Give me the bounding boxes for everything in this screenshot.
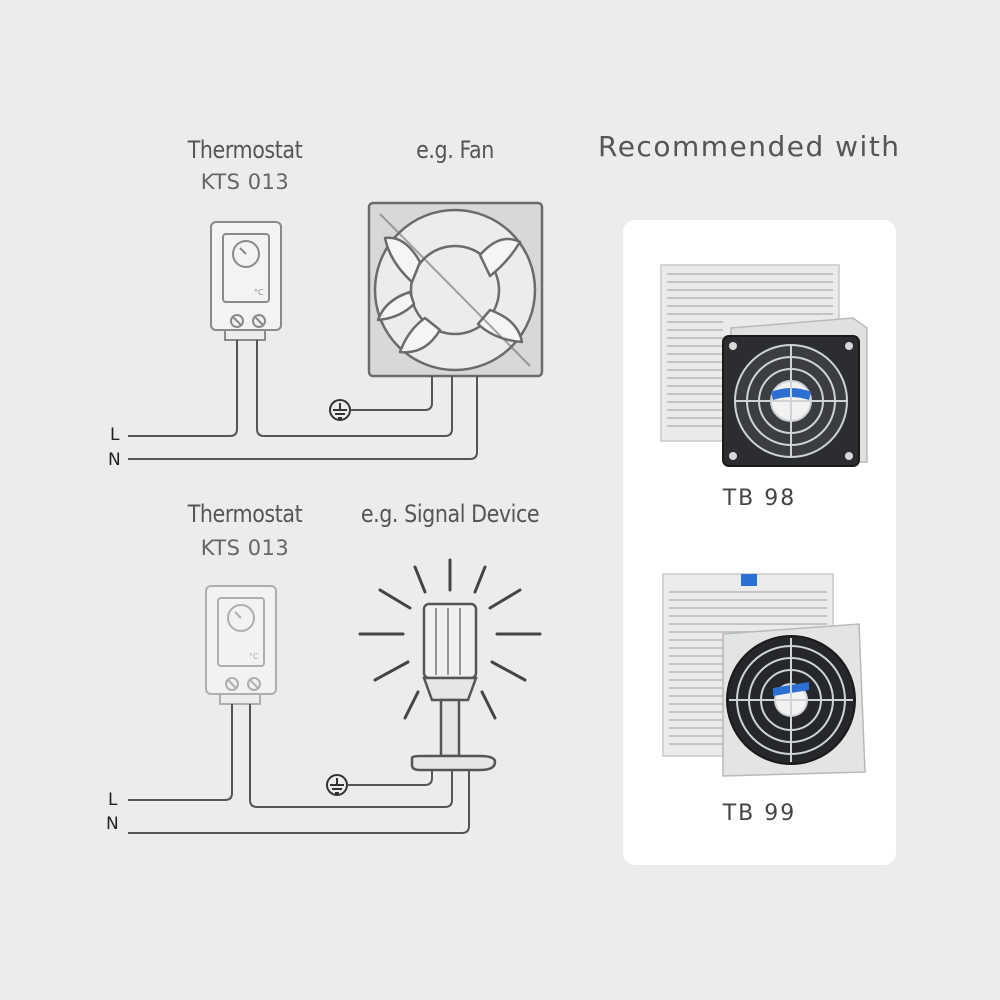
product-tb98-image[interactable] [623, 250, 896, 500]
bottom-thermostat-model: KTS 013 [200, 536, 290, 560]
product-tb99-label: TB 99 [722, 801, 797, 826]
bottom-thermostat-title: Thermostat [187, 500, 303, 528]
top-wire-l-label: L [110, 425, 120, 445]
recommended-panel: TB 98 [623, 220, 896, 865]
top-thermostat-model: KTS 013 [200, 170, 290, 194]
top-thermostat-title: Thermostat [187, 136, 303, 164]
top-wires [128, 340, 478, 460]
bottom-wire-l-label: L [108, 790, 118, 810]
bottom-ground-icon [326, 774, 348, 796]
bottom-wire-n-label: N [106, 814, 119, 834]
fan-icon [367, 201, 544, 378]
svg-text:°C: °C [254, 288, 264, 297]
recommended-heading: Recommended with [598, 130, 901, 163]
product-tb98-label: TB 98 [722, 486, 797, 511]
bottom-thermostat-icon: °C [205, 585, 277, 705]
top-wiring-diagram: °C [128, 201, 544, 460]
signal-device-icon [358, 558, 542, 772]
bottom-wiring-diagram: °C [128, 558, 542, 834]
svg-text:°C: °C [249, 652, 259, 661]
product-tb99-image[interactable] [623, 562, 896, 792]
top-wire-n-label: N [108, 450, 121, 470]
top-device-title: e.g. Fan [416, 136, 494, 164]
bottom-device-title: e.g. Signal Device [360, 500, 540, 528]
bottom-wires [128, 704, 470, 834]
top-thermostat-icon: °C [210, 221, 282, 341]
